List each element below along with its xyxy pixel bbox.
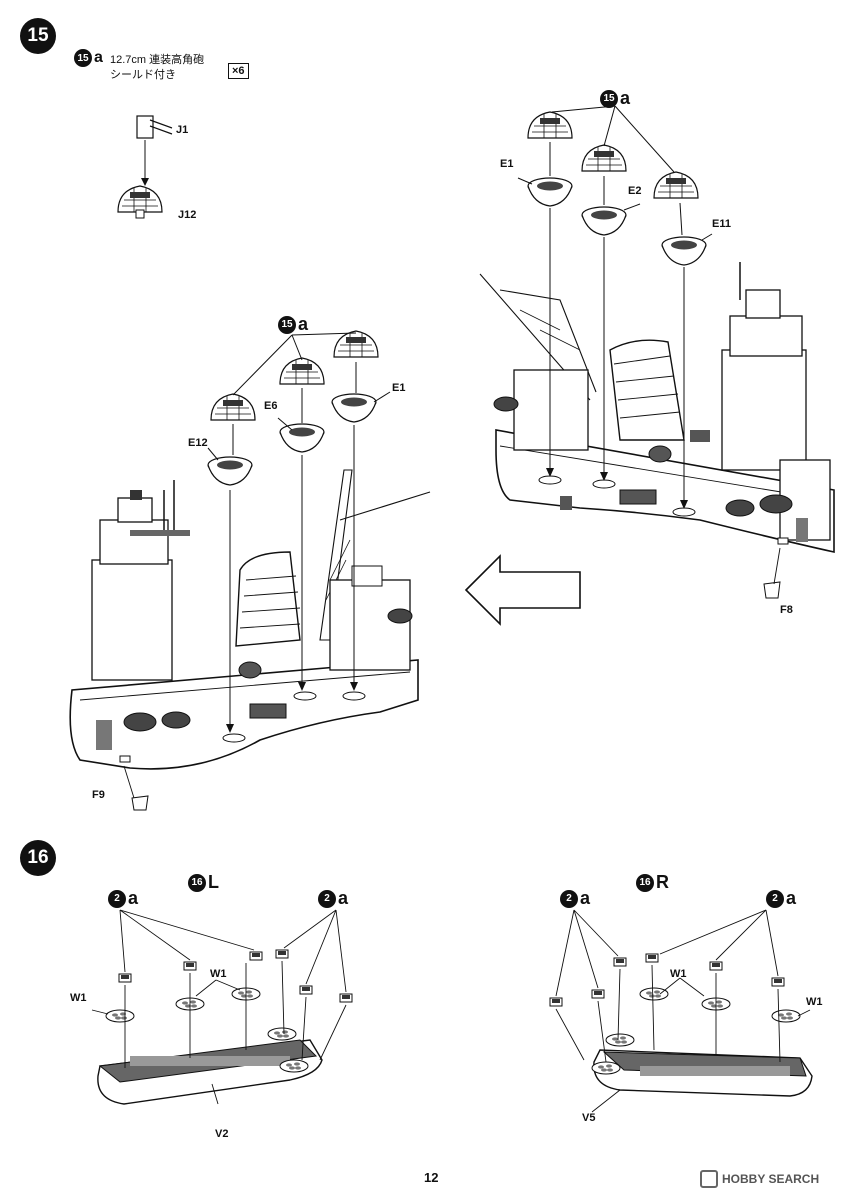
sub-ref-badge-16r: 16 — [636, 873, 654, 892]
callout-2a-right-2-badge: 2 — [766, 889, 784, 908]
part-label-w1-16l-b: W1 — [210, 968, 227, 980]
watermark-text: HOBBY SEARCH — [722, 1172, 820, 1186]
callout-2a-right-1: 2 a — [560, 888, 590, 909]
part-label-e6: E6 — [264, 400, 278, 412]
left-assembly-turrets — [207, 330, 391, 733]
assembly-16R — [549, 909, 813, 1113]
part-label-v2: V2 — [215, 1128, 229, 1140]
quantity-box: ×6 — [228, 63, 249, 79]
part-label-f8: F8 — [780, 604, 793, 616]
sub-assembly-16R-title: 16 R — [636, 872, 669, 893]
sub-ref-badge-left: 15 — [278, 315, 296, 334]
page-number: 12 — [424, 1170, 439, 1185]
part-note-line2: シールド付き — [110, 69, 176, 81]
part-label-w1-16r-b: W1 — [806, 996, 823, 1008]
step-15-badge: 15 — [20, 18, 56, 54]
sub-side-letter-r: R — [656, 872, 669, 892]
part-label-w1-16l-a: W1 — [70, 992, 87, 1004]
part-label-e1-left: E1 — [392, 382, 406, 394]
part-label-v5: V5 — [582, 1112, 596, 1124]
callout-2a-right-1-badge: 2 — [560, 889, 578, 908]
callout-2a-left-2-badge: 2 — [318, 889, 336, 908]
part-label-j12: J12 — [178, 209, 197, 221]
watermark-logo-icon — [700, 1170, 718, 1188]
callout-2a-left-2: 2 a — [318, 888, 348, 909]
step-16-number: 16 — [27, 847, 49, 868]
sub-ref-badge-right: 15 — [600, 89, 618, 108]
sub-ref-letter-left: a — [298, 314, 309, 334]
sub-ref-letter-right: a — [620, 88, 631, 108]
step-15-number: 15 — [27, 25, 49, 46]
assembly-16L — [91, 909, 353, 1105]
direction-arrow — [464, 554, 581, 626]
ship-assembly-left — [69, 469, 431, 811]
part-label-f9: F9 — [92, 789, 105, 801]
part-label-e1-right: E1 — [500, 158, 514, 170]
callout-2a-left-1: 2 a — [108, 888, 138, 909]
callout-2a-left-2-text: a — [338, 888, 349, 908]
callout-2a-right-2: 2 a — [766, 888, 796, 909]
sub-ref-letter: a — [94, 49, 103, 66]
ship-assembly-right — [479, 262, 835, 599]
part-note-line1: 12.7cm 連装高角砲 — [110, 54, 205, 66]
sub-ref-badge-16l: 16 — [188, 873, 206, 892]
callout-2a-right-2-text: a — [786, 888, 797, 908]
part-label-j1: J1 — [176, 124, 189, 136]
part-label-w1-16r-a: W1 — [670, 968, 687, 980]
sub-side-letter-l: L — [208, 872, 219, 892]
part-note: 12.7cm 連装高角砲 シールド付き — [110, 53, 204, 83]
watermark: HOBBY SEARCH — [700, 1170, 819, 1188]
callout-2a-left-1-text: a — [128, 888, 139, 908]
sub-assembly-16L-title: 16 L — [188, 872, 219, 893]
step-16-badge: 16 — [20, 840, 56, 876]
callout-15a-right: 15 a — [600, 88, 630, 109]
right-assembly-turrets — [517, 105, 713, 509]
part-label-e2: E2 — [628, 185, 642, 197]
callout-2a-left-1-badge: 2 — [108, 889, 126, 908]
callout-15a-left: 15 a — [278, 314, 308, 335]
callout-2a-right-1-text: a — [580, 888, 591, 908]
part-label-e11: E11 — [712, 218, 731, 230]
sub-ref-badge: 15 — [74, 49, 92, 67]
sub-assembly-15a — [117, 115, 173, 219]
part-label-e12: E12 — [188, 437, 208, 449]
sub-assembly-callout-15a-header: 15 a — [74, 49, 103, 67]
